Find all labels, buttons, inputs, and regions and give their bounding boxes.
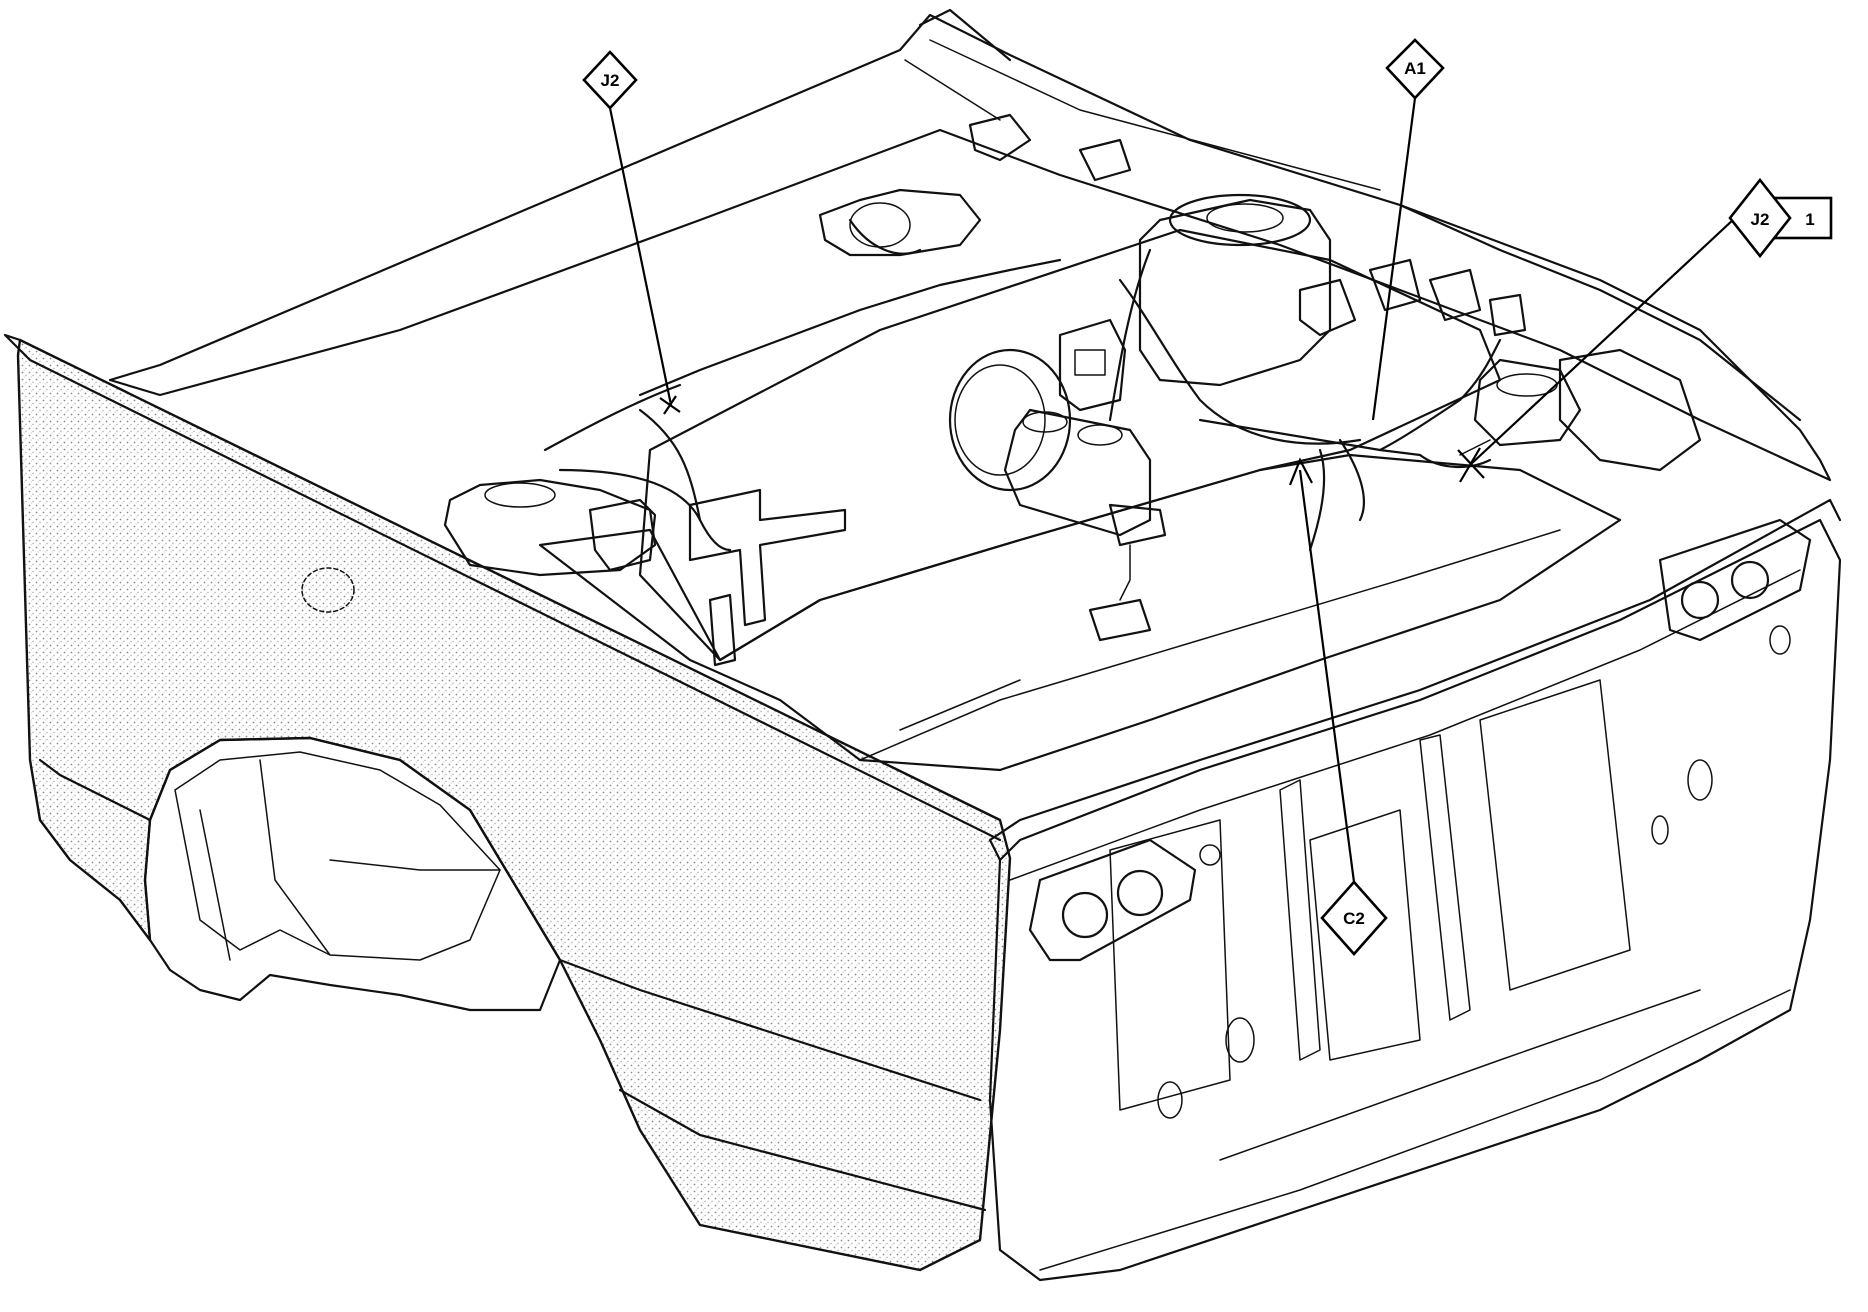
inner-wheelhouse bbox=[174, 751, 501, 961]
callout-a1-label: A1 bbox=[1404, 59, 1426, 78]
washer-reservoir bbox=[588, 498, 657, 572]
firewall bbox=[638, 228, 1502, 662]
engine-bay-floor bbox=[538, 453, 1622, 772]
callout-c2: C2 bbox=[1288, 457, 1388, 956]
callout-j2-left: J2 bbox=[582, 50, 681, 415]
callout-j2-right-label: J2 bbox=[1751, 210, 1770, 229]
fuse-block bbox=[1058, 318, 1127, 412]
left-headlight-hole-2 bbox=[1116, 869, 1164, 917]
callouts: J2 A1 J2 1 C2 bbox=[582, 38, 1833, 956]
callout-j2-left-label: J2 bbox=[601, 71, 620, 90]
right-headlight-bucket bbox=[1658, 518, 1812, 642]
front-panel bbox=[988, 518, 1842, 1282]
side-marker bbox=[301, 567, 355, 613]
wheel-arch bbox=[143, 736, 562, 1012]
right-strut-tower bbox=[1473, 358, 1582, 447]
left-headlight-bucket bbox=[1028, 838, 1197, 962]
body-shell bbox=[3, 8, 1842, 1282]
callout-j2-right: J2 1 bbox=[1457, 177, 1833, 483]
wiper-motor bbox=[818, 188, 982, 257]
air-cleaner bbox=[1138, 198, 1332, 387]
callout-a1: A1 bbox=[1371, 38, 1445, 421]
cowl-top bbox=[108, 13, 1832, 482]
engine-bay-components bbox=[443, 113, 1582, 667]
left-headlight-hole-1 bbox=[1061, 891, 1109, 939]
right-headlight-hole-2 bbox=[1730, 560, 1770, 600]
brake-booster bbox=[948, 348, 1072, 492]
callout-j2-right-tag: 1 bbox=[1805, 210, 1814, 229]
callout-c2-label: C2 bbox=[1343, 909, 1365, 928]
wiring-harness bbox=[543, 218, 1502, 552]
master-cylinder bbox=[1003, 408, 1152, 537]
left-strut-tower bbox=[443, 478, 657, 577]
right-headlight-hole-1 bbox=[1680, 580, 1720, 620]
left-fender bbox=[16, 338, 1012, 1272]
